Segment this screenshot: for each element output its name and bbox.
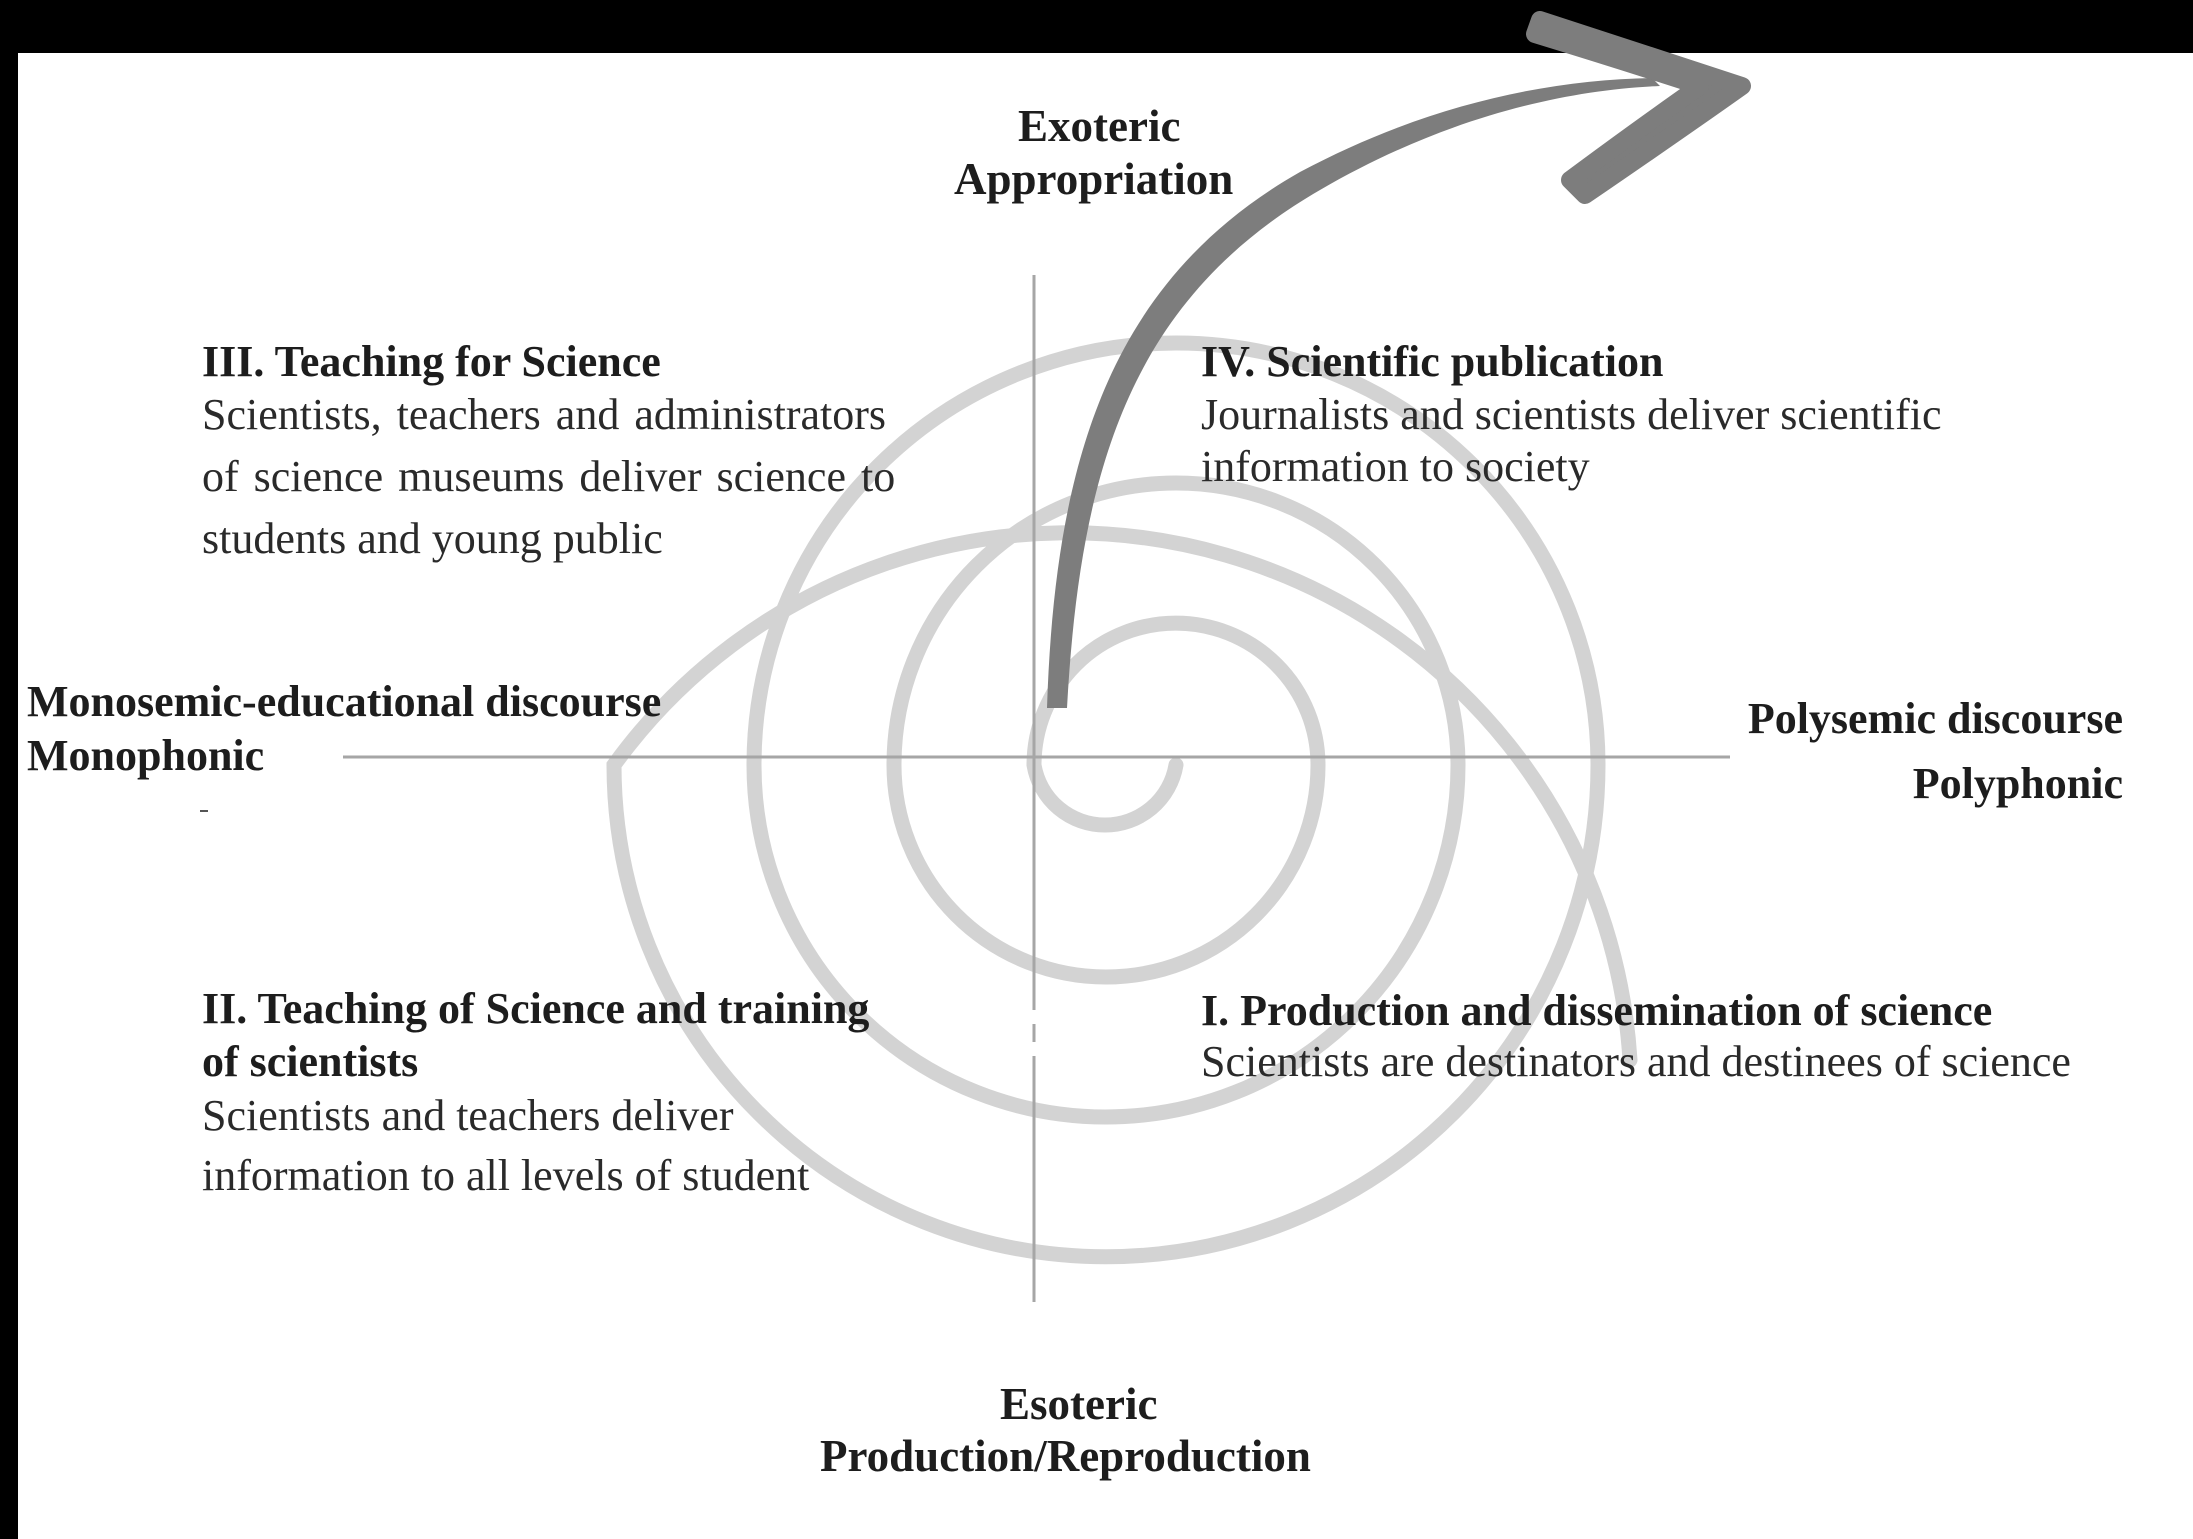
axis-label-left-1: Monosemic-educational discourse	[27, 677, 662, 726]
axis-label-left-2: Monophonic	[27, 731, 265, 780]
quadrant-ii-line-1: Scientists and teachers deliver	[202, 1091, 734, 1140]
quadrant-iv-title: IV. Scientific publication	[1201, 337, 1664, 386]
spiral	[606, 335, 1638, 1265]
quadrant-iii-title: III. Teaching for Science	[202, 337, 661, 386]
axis-label-right-2: Polyphonic	[1912, 759, 2123, 808]
axis-label-bottom-2: Production/Reproduction	[820, 1431, 1311, 1481]
quadrant-i-line-1: Scientists are destinators and destinees…	[1201, 1037, 2071, 1086]
arrow-head	[1526, 11, 1751, 204]
axis-label-bottom-1: Esoteric	[1000, 1379, 1158, 1429]
quadrant-iii-line-3: students and young public	[202, 514, 663, 563]
curved-arrow-icon	[1047, 11, 1751, 708]
axis-label-right-1: Polysemic discourse	[1747, 694, 2123, 743]
diagram-canvas	[18, 53, 2193, 1539]
axis-label-top-2: Appropriation	[954, 154, 1234, 204]
quadrant-ii-title-1: II. Teaching of Science and training	[202, 984, 870, 1033]
quadrant-i-title: I. Production and dissemination of scien…	[1201, 986, 1993, 1035]
quadrant-ii-title-2: of scientists	[202, 1037, 419, 1086]
axis-label-top-1: Exoteric	[1018, 101, 1181, 151]
quadrant-iv-line-1: Journalists and scientists deliver scien…	[1201, 390, 1942, 439]
quadrant-iii-line-1: Scientists, teachers and administrators	[202, 390, 887, 439]
quadrant-ii-line-2: information to all levels of student	[202, 1151, 810, 1200]
quadrant-iii-line-2: of science museums deliver science to	[202, 452, 896, 501]
quadrant-iv-line-2: information to society	[1201, 442, 1590, 491]
